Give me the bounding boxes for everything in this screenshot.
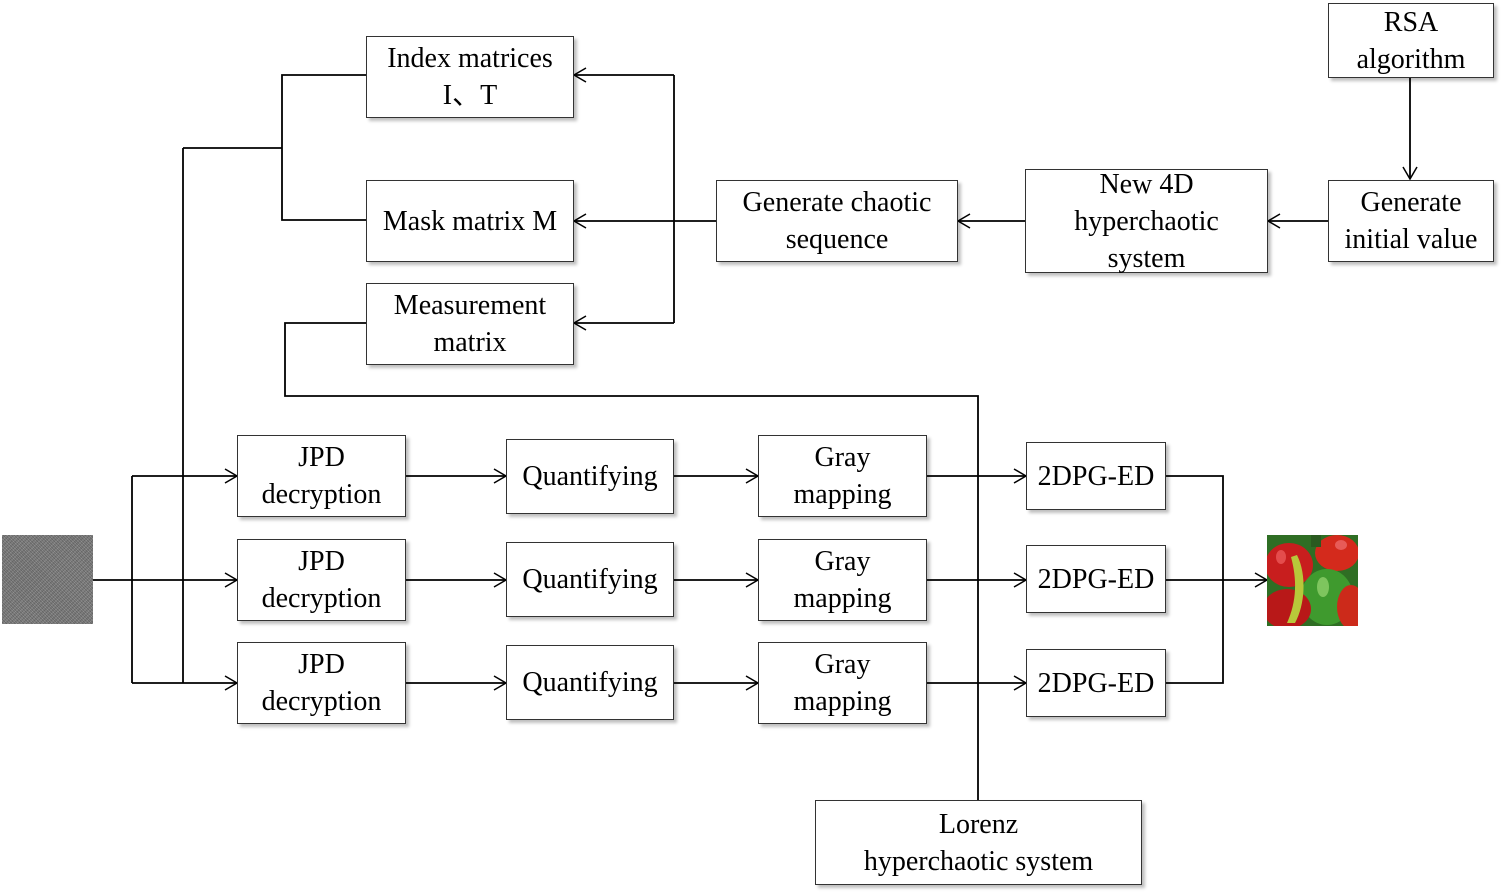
2dpg-ed-label: 2DPG-ED — [1037, 563, 1155, 595]
gray-line1: Gray — [814, 442, 871, 473]
quantifying-label: Quantifying — [522, 461, 658, 492]
new-4d-line1: New 4D — [1099, 168, 1194, 200]
generate-initial-line2: initial value — [1344, 224, 1478, 255]
new-4d-line2: hyperchaotic — [1074, 205, 1219, 237]
encrypted-noise-image — [2, 535, 93, 624]
gray-mapping-box: Gray mapping — [758, 435, 927, 517]
2dpg-ed-label: 2DPG-ED — [1037, 460, 1155, 492]
measurement-matrix-line2: matrix — [433, 327, 507, 358]
gray-mapping-box: Gray mapping — [758, 642, 927, 724]
index-matrices-line2: I、T — [442, 80, 498, 111]
2dpg-ed-label: 2DPG-ED — [1037, 667, 1155, 699]
quantifying-box: Quantifying — [506, 439, 674, 514]
jpd-decryption-box: JPD decryption — [237, 642, 406, 724]
quantifying-label: Quantifying — [522, 667, 658, 698]
gray-mapping-box: Gray mapping — [758, 539, 927, 621]
jpd-line2: decryption — [261, 686, 382, 717]
jpd-line1: JPD — [298, 546, 345, 577]
mask-matrix-box: Mask matrix M — [366, 180, 574, 262]
generate-chaotic-line2: sequence — [785, 224, 889, 255]
measurement-matrix-box: Measurement matrix — [366, 283, 574, 365]
measurement-matrix-line1: Measurement — [393, 290, 547, 321]
rsa-algorithm-box: RSA algorithm — [1328, 3, 1494, 78]
jpd-line1: JPD — [298, 649, 345, 680]
peppers-output-image — [1267, 535, 1358, 626]
2dpg-ed-box: 2DPG-ED — [1026, 545, 1166, 613]
index-matrices-line1: Index matrices — [387, 43, 553, 74]
quantifying-label: Quantifying — [522, 564, 658, 595]
lorenz-line1: Lorenz — [938, 808, 1019, 840]
lorenz-line2: hyperchaotic system — [863, 845, 1094, 877]
jpd-line2: decryption — [261, 479, 382, 510]
generate-initial-value-box: Generate initial value — [1328, 180, 1494, 262]
index-matrices-box: Index matrices I、T — [366, 36, 574, 118]
quantifying-box: Quantifying — [506, 645, 674, 720]
jpd-line2: decryption — [261, 583, 382, 614]
index-mask-merge-line — [281, 74, 366, 221]
measurement-lorenz-line — [284, 322, 979, 800]
2dpg-ed-box: 2DPG-ED — [1026, 649, 1166, 717]
lorenz-hyperchaotic-box: Lorenz hyperchaotic system — [815, 800, 1142, 885]
2dpg-ed-box: 2DPG-ED — [1026, 442, 1166, 510]
jpd-decryption-box: JPD decryption — [237, 435, 406, 517]
new-4d-line3: system — [1107, 242, 1186, 274]
gray-line1: Gray — [814, 546, 871, 577]
generate-chaotic-sequence-box: Generate chaotic sequence — [716, 180, 958, 262]
jpd-line1: JPD — [298, 442, 345, 473]
rsa-line2: algorithm — [1356, 43, 1466, 75]
gray-line1: Gray — [814, 649, 871, 680]
gray-line2: mapping — [793, 583, 892, 614]
generate-initial-line1: Generate — [1360, 187, 1462, 218]
generate-chaotic-line1: Generate chaotic — [742, 187, 932, 218]
rsa-line1: RSA — [1383, 6, 1439, 38]
jpd-decryption-box: JPD decryption — [237, 539, 406, 621]
gray-line2: mapping — [793, 686, 892, 717]
quantifying-box: Quantifying — [506, 542, 674, 617]
gray-line2: mapping — [793, 479, 892, 510]
mask-matrix-label: Mask matrix M — [382, 205, 558, 237]
new-4d-hyperchaotic-box: New 4D hyperchaotic system — [1025, 168, 1268, 274]
